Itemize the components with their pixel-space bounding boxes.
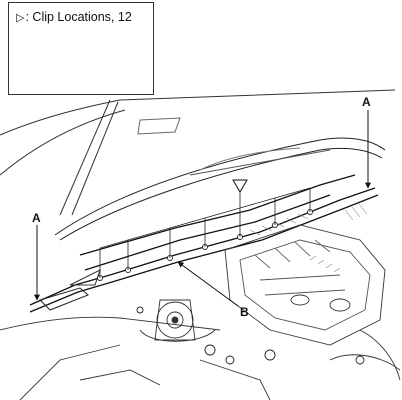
triangle-marker-icon bbox=[233, 180, 247, 192]
callout-leaders bbox=[34, 110, 371, 306]
engine-body bbox=[225, 225, 385, 345]
windshield-cowl bbox=[55, 138, 385, 240]
legend-symbol: ▷ bbox=[16, 11, 25, 24]
legend-box: ▷: Clip Locations, 12 bbox=[8, 2, 154, 95]
front-body bbox=[0, 317, 400, 400]
callout-b: B bbox=[240, 305, 249, 319]
callout-a-right: A bbox=[362, 95, 371, 109]
hood-outline bbox=[0, 90, 395, 215]
legend-label: ▷: Clip Locations, 12 bbox=[16, 10, 132, 24]
cowl-top-cover bbox=[30, 175, 378, 312]
bolts bbox=[137, 307, 364, 364]
callout-a-left: A bbox=[32, 211, 41, 225]
legend-text: : Clip Locations, 12 bbox=[25, 10, 132, 24]
clip-reference-lines bbox=[100, 188, 310, 278]
wiper-linkage bbox=[140, 300, 215, 341]
engine-texture bbox=[250, 204, 367, 272]
